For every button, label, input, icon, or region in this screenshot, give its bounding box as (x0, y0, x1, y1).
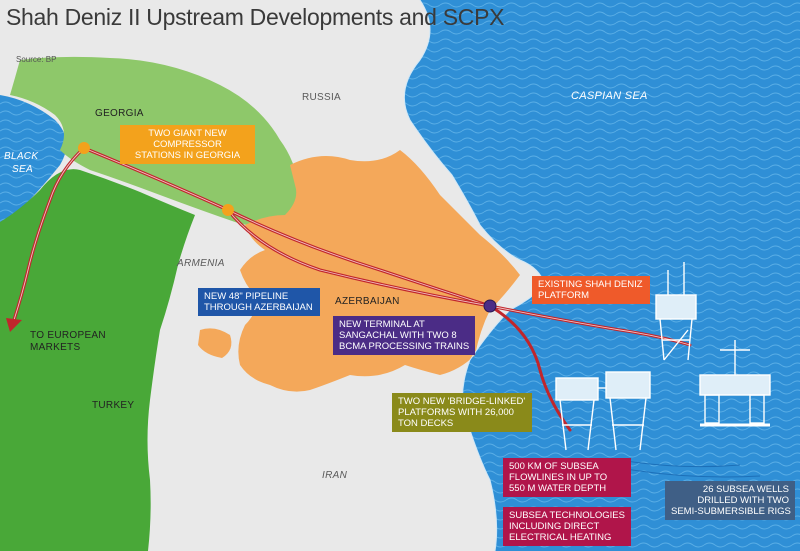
callout-subsea-technologies: SUBSEA TECHNOLOGIES INCLUDING DIRECT ELE… (503, 507, 631, 546)
label-georgia: GEORGIA (95, 108, 144, 119)
callout-compressor-line3: STATIONS IN GEORGIA (134, 150, 241, 161)
callout-new-pipeline: NEW 48" PIPELINE THROUGH AZERBAIJAN (198, 288, 320, 316)
sangachal-terminal-node (483, 299, 497, 313)
bridge-linked-platforms-icon (555, 371, 651, 451)
callout-subsea-line2: INCLUDING DIRECT (509, 521, 600, 532)
map-title: Shah Deniz II Upstream Developments and … (6, 4, 505, 30)
callout-pipeline-line2: THROUGH AZERBAIJAN (204, 302, 313, 313)
label-european-markets: TO EUROPEAN MARKETS (30, 330, 106, 354)
label-turkey: TURKEY (92, 400, 135, 411)
label-caspian-sea: CASPIAN SEA (571, 90, 648, 102)
pipeline-routes (12, 146, 692, 432)
callout-bridge-line2: PLATFORMS WITH 26,000 (398, 407, 514, 418)
callout-wells-line3: SEMI-SUBMERSIBLE RIGS (671, 506, 791, 517)
label-azerbaijan: AZERBAIJAN (335, 296, 400, 307)
label-armenia: ARMENIA (177, 258, 225, 269)
compressor-station-node-2 (222, 204, 234, 216)
callout-terminal-line2: SANGACHAL WITH TWO 8 (339, 330, 457, 341)
callout-subsea-line1: SUBSEA TECHNOLOGIES (509, 510, 625, 521)
callout-compressor-line2: COMPRESSOR (153, 139, 222, 150)
europe-arrowhead (6, 318, 22, 332)
label-black-sea-1: BLACK (4, 151, 39, 162)
callout-bridge-line3: TON DECKS (398, 418, 454, 429)
european-markets-line1: TO EUROPEAN (30, 330, 106, 341)
callout-wells-line2: DRILLED WITH TWO (697, 495, 789, 506)
pipeline-to-bridge-platforms (488, 304, 572, 432)
label-russia: RUSSIA (302, 92, 342, 103)
callout-terminal-line1: NEW TERMINAL AT (339, 319, 425, 330)
label-iran: IRAN (322, 470, 348, 481)
callout-flowlines-line1: 500 KM OF SUBSEA (509, 461, 599, 472)
turkey-region (0, 169, 195, 551)
callout-flowlines-line3: 550 M WATER DEPTH (509, 483, 607, 494)
callout-existing-platform: EXISTING SHAH DENIZ PLATFORM (532, 276, 650, 304)
callout-pipeline-line1: NEW 48" PIPELINE (204, 291, 289, 302)
azerbaijan-exclave (198, 328, 232, 358)
callout-bridge-line1: TWO NEW 'BRIDGE-LINKED' (398, 396, 526, 407)
callout-sangachal-terminal: NEW TERMINAL AT SANGACHAL WITH TWO 8 BCM… (333, 316, 475, 355)
scp-pipeline-inner (13, 147, 85, 321)
callout-compressor-stations: TWO GIANT NEW COMPRESSOR STATIONS IN GEO… (120, 125, 255, 164)
source-note: Source: BP (16, 55, 57, 64)
callout-subsea-line3: ELECTRICAL HEATING (509, 532, 612, 543)
callout-existing-line1: EXISTING SHAH DENIZ (538, 279, 643, 290)
callout-wells-line1: 26 SUBSEA WELLS (702, 484, 789, 495)
callout-existing-line2: PLATFORM (538, 290, 590, 301)
label-black-sea-2: SEA (12, 164, 33, 175)
callout-compressor-line1: TWO GIANT NEW (148, 128, 227, 139)
callout-subsea-flowlines: 500 KM OF SUBSEA FLOWLINES IN UP TO 550 … (503, 458, 631, 497)
caspian-coast (403, 0, 546, 551)
existing-platform-icon (655, 262, 697, 361)
callout-terminal-line3: BCMA PROCESSING TRAINS (339, 341, 470, 352)
european-markets-line2: MARKETS (30, 342, 81, 353)
callout-flowlines-line2: FLOWLINES IN UP TO (509, 472, 608, 483)
semi-sub-rig-icon (699, 340, 771, 427)
subsea-flowlines (619, 459, 761, 478)
compressor-station-node (78, 142, 90, 154)
callout-bridge-linked-platforms: TWO NEW 'BRIDGE-LINKED' PLATFORMS WITH 2… (392, 393, 532, 432)
callout-subsea-wells: 26 SUBSEA WELLS DRILLED WITH TWO SEMI-SU… (665, 481, 795, 520)
